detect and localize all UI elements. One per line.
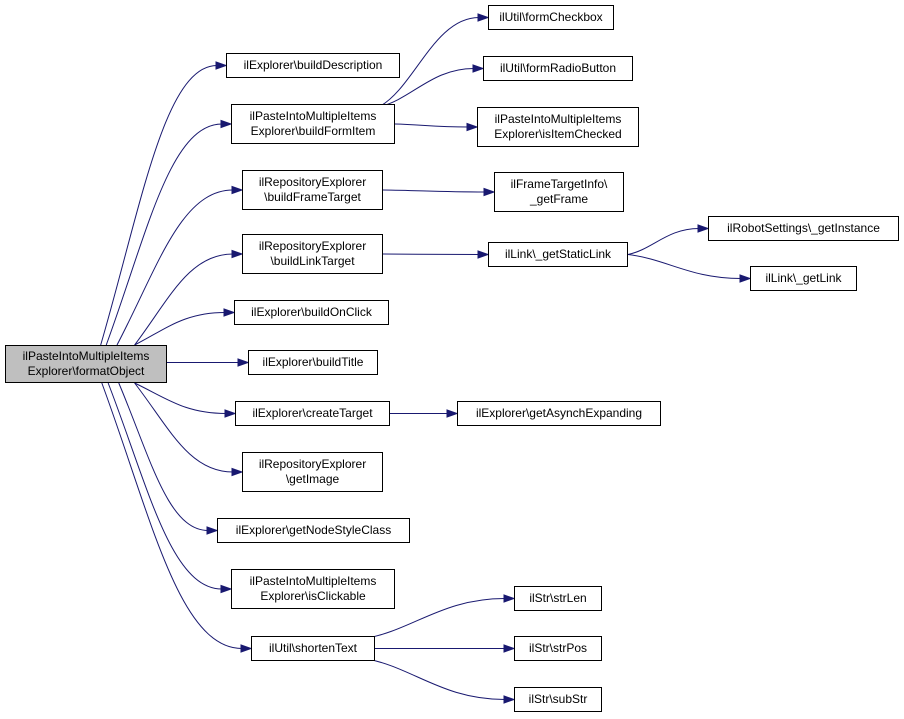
node-build-on-click[interactable]: ilExplorer\buildOnClick bbox=[234, 300, 389, 325]
node-form-radio-button[interactable]: ilUtil\formRadioButton bbox=[483, 56, 633, 81]
edge-get_static_link-to-get_link bbox=[627, 254, 742, 279]
node-label: ilStr\subStr bbox=[528, 692, 588, 706]
node-label-line1: ilPasteIntoMultipleItems bbox=[22, 349, 150, 363]
edge-root-to-build_link_target bbox=[134, 253, 234, 346]
edge-build_link_target-to-get_static_link bbox=[382, 253, 480, 255]
edge-arrowhead bbox=[697, 224, 710, 233]
edge-root-to-shorten_text bbox=[101, 382, 243, 649]
node-label: ilLink\_getStaticLink bbox=[504, 247, 612, 261]
edge-root-to-create_target bbox=[134, 382, 227, 414]
edge-root-to-is_clickable bbox=[107, 382, 223, 590]
node-robot-settings-get-instance[interactable]: ilRobotSettings\_getInstance bbox=[708, 216, 899, 241]
edge-root-to-build_form_item bbox=[105, 123, 223, 346]
node-label-line2: Explorer\isClickable bbox=[260, 589, 366, 603]
edge-build_form_item-to-form_radio_button bbox=[378, 68, 475, 108]
node-label-line2: \buildLinkTarget bbox=[270, 254, 355, 268]
node-build-frame-target[interactable]: ilRepositoryExplorer \buildFrameTarget bbox=[242, 170, 383, 210]
edge-arrowhead bbox=[237, 358, 250, 367]
edge-arrowhead bbox=[231, 249, 244, 259]
edge-build_form_item-to-form_checkbox bbox=[378, 17, 480, 108]
edge-arrowhead bbox=[739, 274, 752, 283]
node-get-node-style-class[interactable]: ilExplorer\getNodeStyleClass bbox=[217, 518, 410, 543]
edge-arrowhead bbox=[231, 467, 244, 477]
node-label-line2: \getImage bbox=[285, 472, 340, 486]
edge-arrowhead bbox=[483, 187, 496, 197]
node-get-asynch-expanding[interactable]: ilExplorer\getAsynchExpanding bbox=[457, 401, 661, 426]
edge-arrowhead bbox=[477, 13, 490, 22]
edge-arrowhead bbox=[223, 308, 236, 317]
edge-arrowhead bbox=[215, 61, 228, 70]
edge-arrowhead bbox=[466, 122, 479, 132]
node-build-link-target[interactable]: ilRepositoryExplorer \buildLinkTarget bbox=[242, 234, 383, 274]
edge-shorten_text-to-str_len bbox=[362, 598, 506, 640]
node-get-static-link[interactable]: ilLink\_getStaticLink bbox=[488, 242, 628, 267]
edge-arrowhead bbox=[446, 409, 459, 418]
edge-root-to-get_image bbox=[134, 382, 234, 473]
node-label-line2: _getFrame bbox=[529, 192, 589, 206]
node-form-checkbox[interactable]: ilUtil\formCheckbox bbox=[488, 5, 614, 30]
node-label-line1: ilPasteIntoMultipleItems bbox=[249, 109, 377, 123]
edge-shorten_text-to-sub_str bbox=[362, 657, 506, 700]
edge-root-to-build_on_click bbox=[134, 312, 226, 346]
node-label: ilStr\strLen bbox=[529, 591, 587, 605]
node-is-item-checked[interactable]: ilPasteIntoMultipleItems Explorer\isItem… bbox=[477, 107, 639, 147]
node-label-line2: Explorer\buildFormItem bbox=[250, 124, 376, 138]
node-label-line2: Explorer\formatObject bbox=[27, 364, 145, 378]
edge-build_frame_target-to-get_frame bbox=[382, 189, 486, 193]
node-str-len[interactable]: ilStr\strLen bbox=[514, 586, 602, 611]
edge-arrowhead bbox=[503, 594, 516, 603]
node-create-target[interactable]: ilExplorer\createTarget bbox=[235, 401, 390, 426]
node-is-clickable[interactable]: ilPasteIntoMultipleItems Explorer\isClic… bbox=[231, 569, 395, 609]
edge-arrowhead bbox=[206, 526, 219, 535]
edge-root-to-get_node_style_class bbox=[118, 382, 209, 531]
node-label-line1: ilRepositoryExplorer bbox=[258, 175, 367, 189]
edge-arrowhead bbox=[220, 584, 233, 594]
node-label-line2: Explorer\isItemChecked bbox=[494, 127, 622, 141]
node-label: ilExplorer\getAsynchExpanding bbox=[475, 406, 643, 420]
node-get-frame[interactable]: ilFrameTargetInfo\ _getFrame bbox=[494, 172, 624, 212]
node-sub-str[interactable]: ilStr\subStr bbox=[514, 687, 602, 712]
node-label-line1: ilPasteIntoMultipleItems bbox=[249, 574, 377, 588]
node-label-line1: ilRepositoryExplorer bbox=[258, 239, 367, 253]
node-label: ilUtil\shortenText bbox=[268, 641, 358, 655]
node-label: ilExplorer\buildOnClick bbox=[251, 305, 372, 319]
node-build-title[interactable]: ilExplorer\buildTitle bbox=[248, 350, 378, 375]
node-get-image[interactable]: ilRepositoryExplorer \getImage bbox=[242, 452, 383, 492]
node-label: ilLink\_getLink bbox=[765, 271, 842, 285]
edge-root-to-build_description bbox=[100, 65, 218, 346]
node-label-line1: ilPasteIntoMultipleItems bbox=[494, 112, 622, 126]
edge-arrowhead bbox=[472, 64, 485, 73]
node-build-form-item[interactable]: ilPasteIntoMultipleItems Explorer\buildF… bbox=[231, 104, 395, 144]
node-label: ilExplorer\createTarget bbox=[252, 406, 373, 420]
edge-arrowhead bbox=[503, 695, 516, 704]
node-label: ilExplorer\buildDescription bbox=[243, 58, 383, 72]
edge-arrowhead bbox=[220, 119, 233, 129]
node-label-line2: \buildFrameTarget bbox=[264, 190, 361, 204]
edge-get_static_link-to-robot_get_instance bbox=[627, 228, 700, 255]
node-label: ilUtil\formCheckbox bbox=[499, 10, 603, 24]
node-label: ilUtil\formRadioButton bbox=[499, 61, 617, 75]
edge-arrowhead bbox=[477, 250, 490, 259]
node-root-format-object: ilPasteIntoMultipleItems Explorer\format… bbox=[5, 345, 167, 383]
node-label: ilExplorer\getNodeStyleClass bbox=[235, 523, 392, 537]
node-label: ilRobotSettings\_getInstance bbox=[727, 221, 880, 235]
edge-root-to-build_frame_target bbox=[116, 189, 234, 346]
node-label: ilExplorer\buildTitle bbox=[262, 355, 364, 369]
edge-arrowhead bbox=[231, 185, 244, 195]
edge-arrowhead bbox=[503, 644, 516, 653]
node-str-pos[interactable]: ilStr\strPos bbox=[514, 636, 602, 661]
edge-arrowhead bbox=[224, 409, 237, 418]
edge-build_form_item-to-is_item_checked bbox=[394, 123, 469, 128]
node-build-description[interactable]: ilExplorer\buildDescription bbox=[226, 53, 400, 78]
node-get-link[interactable]: ilLink\_getLink bbox=[750, 266, 857, 291]
edge-arrowhead bbox=[240, 644, 253, 653]
node-label: ilStr\strPos bbox=[528, 641, 587, 655]
node-label-line1: ilFrameTargetInfo\ bbox=[510, 177, 608, 191]
node-label-line1: ilRepositoryExplorer bbox=[258, 457, 367, 471]
node-shorten-text[interactable]: ilUtil\shortenText bbox=[251, 636, 375, 661]
